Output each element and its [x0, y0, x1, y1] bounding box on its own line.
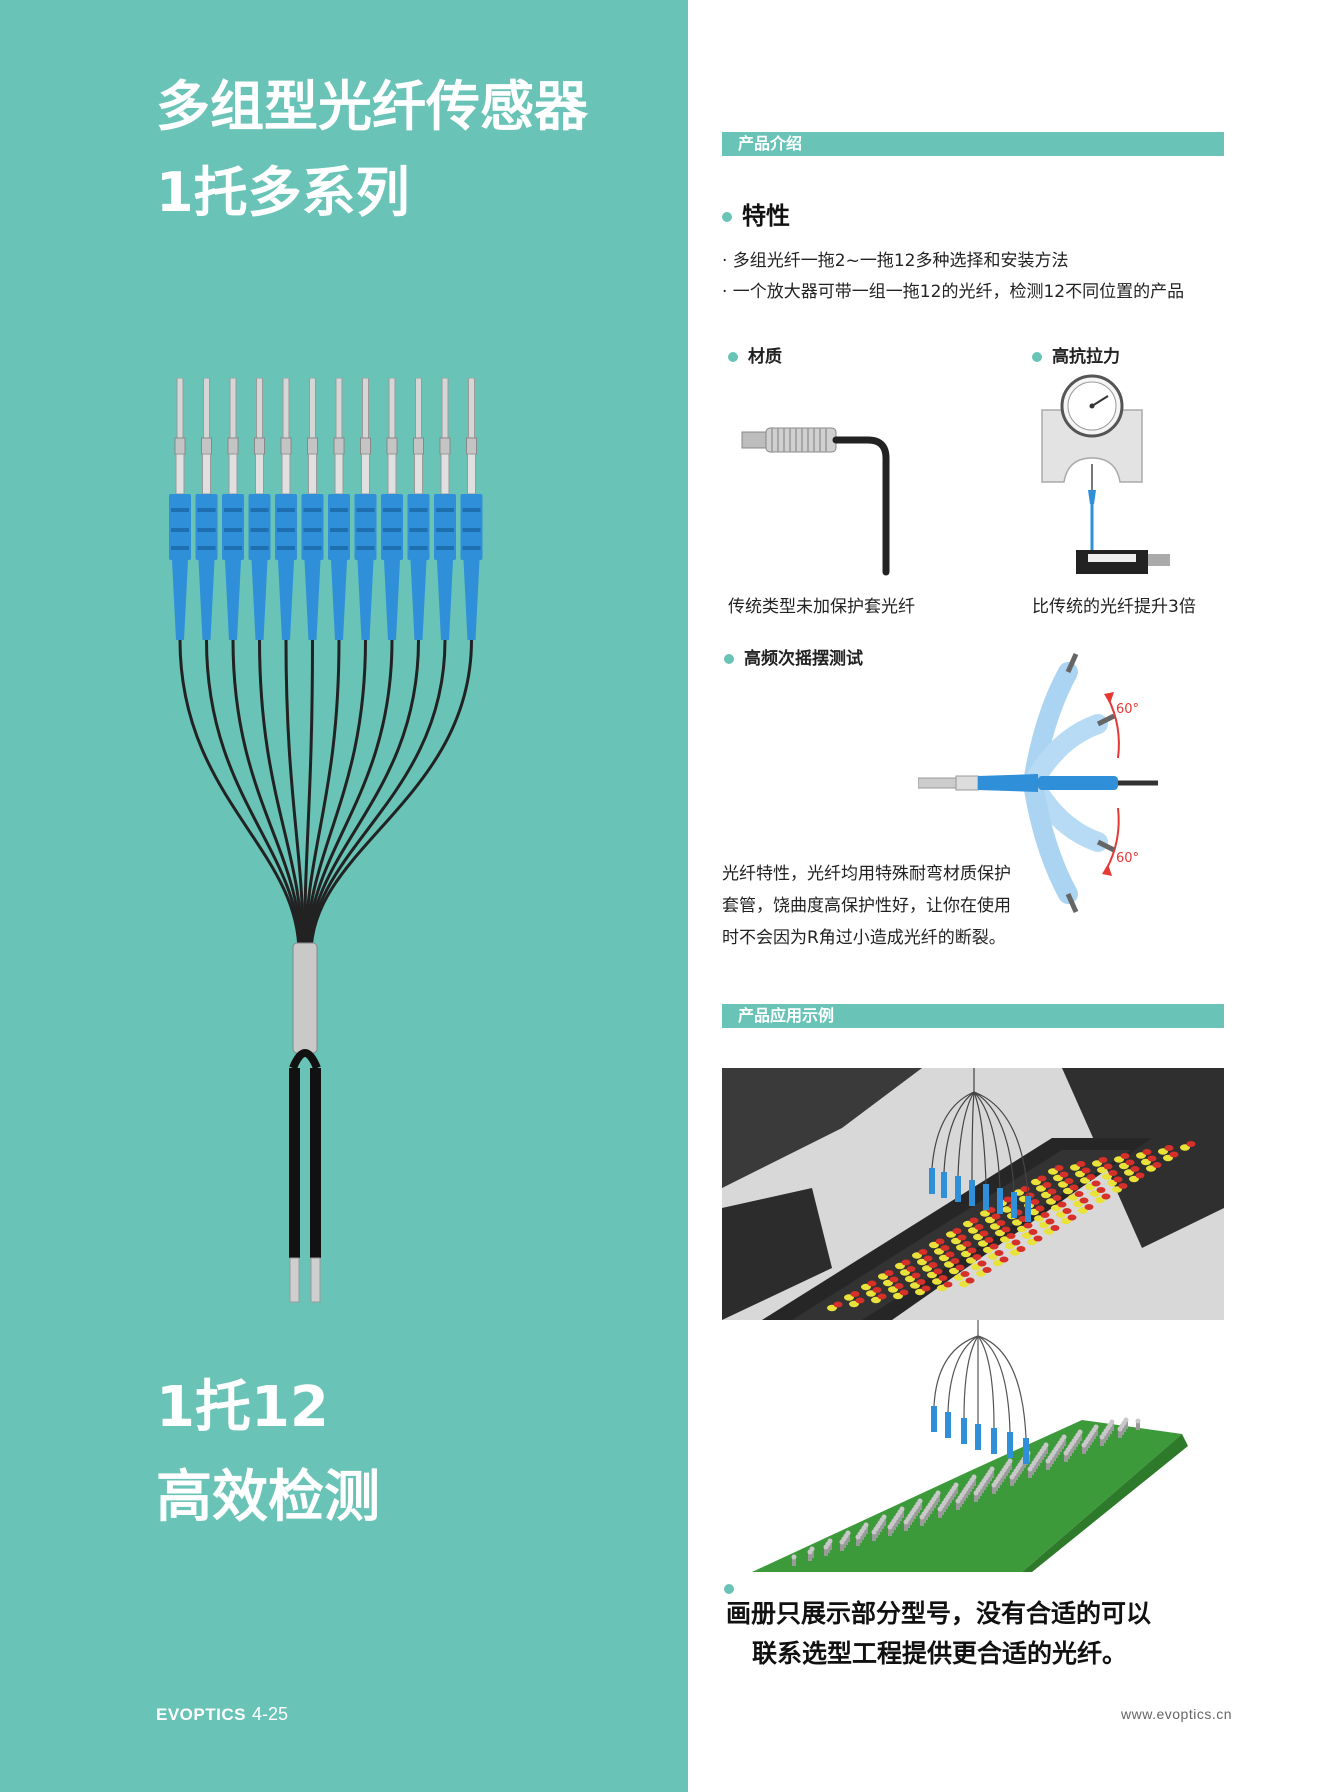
material-fiber-image — [738, 380, 948, 580]
tensile-gauge-image — [1036, 372, 1196, 582]
swing-description: 光纤特性，光纤均用特殊耐弯材质保护 套管，饶曲度高保护性好，让你在使用 时不会因… — [722, 864, 1011, 948]
tensile-heading: 高抗拉力 — [1032, 342, 1120, 367]
bullet-dot-icon — [724, 654, 734, 664]
angle-label-top: 60° — [1116, 702, 1139, 717]
section-bar-application: 产品应用示例 — [722, 1004, 1224, 1028]
page-number: 4-25 — [252, 1704, 289, 1724]
bullet-dot-icon — [724, 1584, 734, 1594]
bullet-dot-icon — [728, 352, 738, 362]
title-line-2: 1托多系列 — [156, 161, 410, 224]
material-caption: 传统类型未加保护套光纤 — [728, 597, 915, 617]
angle-label-bottom: 60° — [1116, 851, 1139, 866]
brand-logo: EVOPTICS — [156, 1705, 246, 1724]
bullet-dot-icon — [1032, 352, 1042, 362]
material-heading: 材质 — [728, 342, 782, 367]
swing-test-image: 60° 60° — [918, 648, 1248, 918]
fiber-bundle-image — [160, 378, 540, 1308]
features-heading: 特性 — [722, 196, 790, 231]
website-url: www.evoptics.cn — [1121, 1706, 1232, 1722]
bullet-dot-icon — [722, 212, 732, 222]
feature-line-1: · 多组光纤一拖2~一拖12多种选择和安装方法 — [722, 251, 1069, 271]
tensile-caption: 比传统的光纤提升3倍 — [1032, 597, 1196, 617]
title-line-1: 多组型光纤传感器 — [156, 75, 588, 138]
section-bar-intro: 产品介绍 — [722, 132, 1224, 156]
subtitle-line-2: 高效检测 — [156, 1465, 380, 1530]
left-panel: 多组型光纤传感器 1托多系列 1托12 高效检测 EVOPTICS 4-25 — [0, 0, 688, 1792]
swing-heading: 高频次摇摆测试 — [724, 644, 863, 669]
application-image-conveyor — [722, 1068, 1224, 1320]
feature-line-2: · 一个放大器可带一组一拖12的光纤，检测12不同位置的产品 — [722, 282, 1185, 302]
application-image-pcb — [722, 1320, 1224, 1572]
subtitle-line-1: 1托12 — [156, 1375, 329, 1440]
right-panel: 产品介绍 特性 · 多组光纤一拖2~一拖12多种选择和安装方法 · 一个放大器可… — [688, 0, 1320, 1792]
catalog-note: 画册只展示部分型号，没有合适的可以 联系选型工程提供更合适的光纤。 — [724, 1584, 1151, 1674]
